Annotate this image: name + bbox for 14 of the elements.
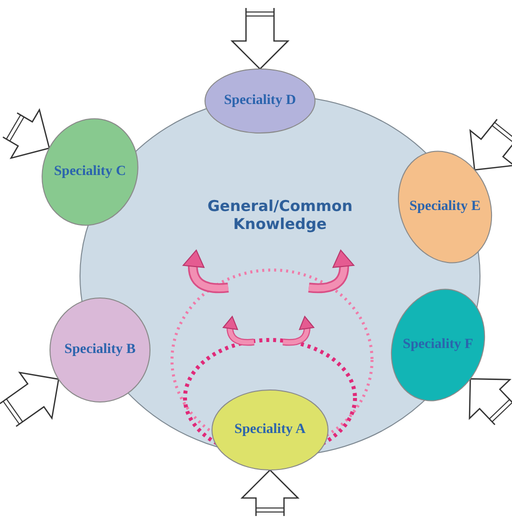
speciality-ellipse xyxy=(50,298,150,402)
speciality-label: Speciality C xyxy=(53,164,127,180)
speciality-label: Speciality A xyxy=(233,422,307,438)
block-arrow xyxy=(2,108,50,160)
speciality-label: Speciality E xyxy=(408,199,482,215)
speciality-label: Speciality B xyxy=(63,342,137,358)
center-title: General/Common Knowledge xyxy=(206,197,354,233)
speciality-label: Speciality F xyxy=(402,337,474,353)
block-arrow xyxy=(240,469,300,517)
block-arrow xyxy=(230,7,290,70)
block-arrow xyxy=(0,372,60,428)
speciality-label: Speciality D xyxy=(223,93,297,109)
speciality-ellipse xyxy=(205,69,315,133)
speciality-ellipse xyxy=(212,390,328,470)
